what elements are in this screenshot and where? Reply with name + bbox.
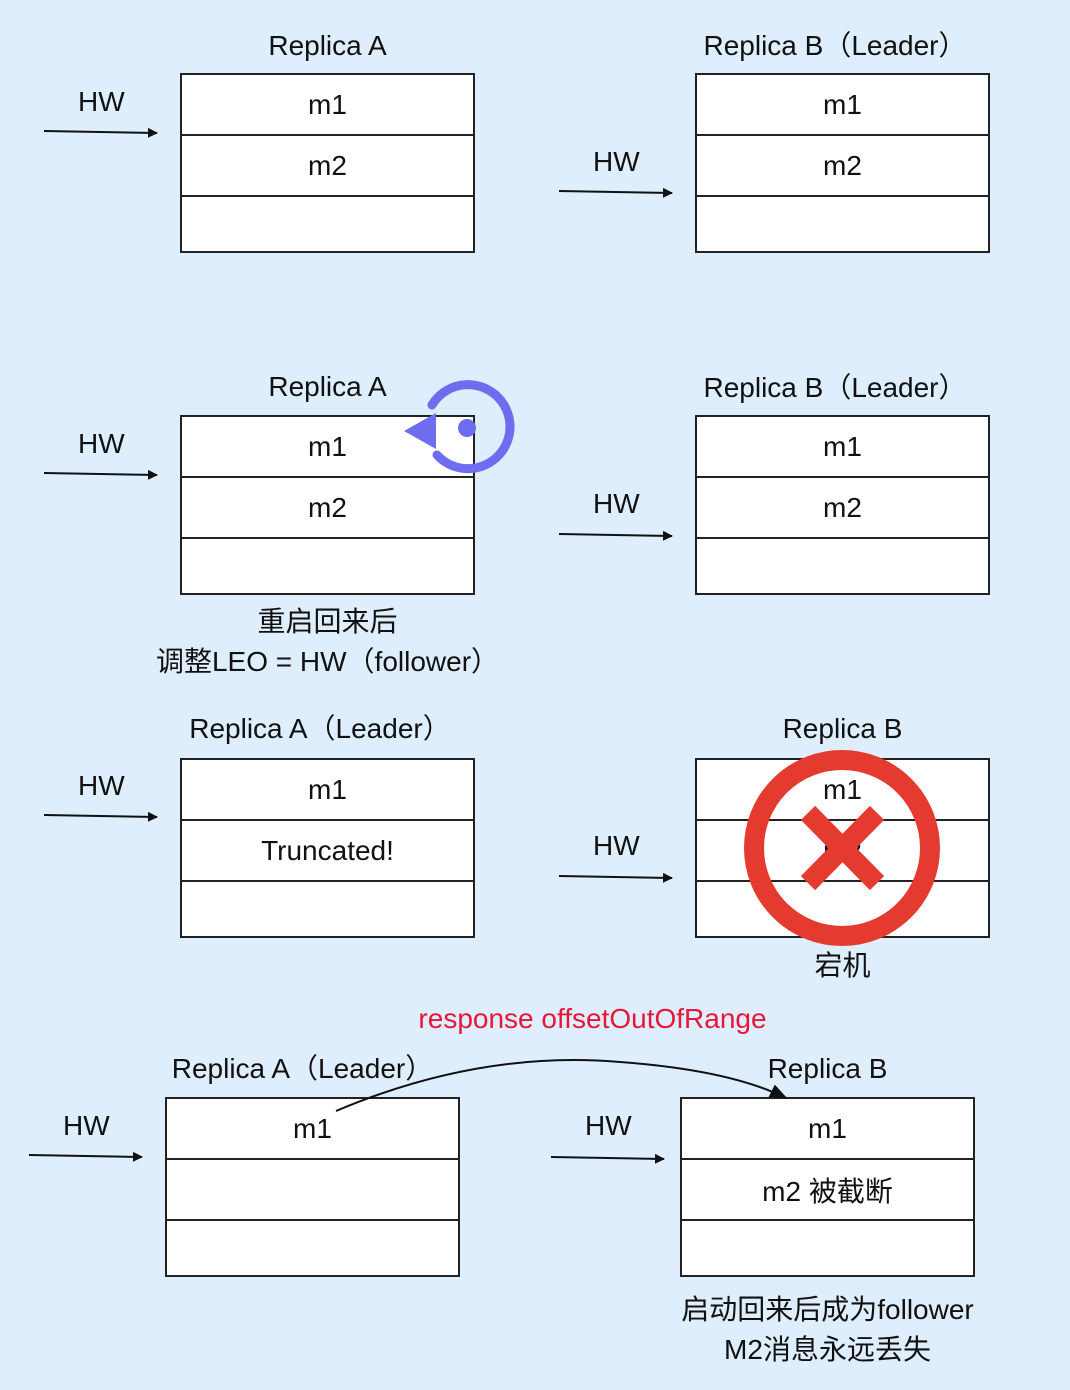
log-entry: m2 xyxy=(697,478,988,539)
hw-label: HW xyxy=(63,1110,110,1141)
log-entry: m2 被截断 xyxy=(682,1160,973,1221)
replica-a-log: m1 xyxy=(165,1097,460,1277)
log-entry: m1 xyxy=(697,75,988,136)
replica-a-log: m1 m2 xyxy=(180,73,475,253)
hw-arrow xyxy=(43,811,158,822)
hw-label: HW xyxy=(585,1110,632,1141)
log-entry: m2 xyxy=(182,136,473,197)
log-entry: Truncated! xyxy=(182,821,473,882)
log-entry: m1 xyxy=(682,1099,973,1160)
replica-b-log: m1 m2 xyxy=(695,73,990,253)
hw-arrow xyxy=(558,530,673,541)
caption-line: 重启回来后 xyxy=(257,606,398,637)
replica-a-title: Replica A xyxy=(268,371,387,402)
hw-label: HW xyxy=(78,428,125,459)
log-entry: m1 xyxy=(697,417,988,478)
replica-a-title: Replica A（Leader） xyxy=(171,1053,434,1084)
log-entry xyxy=(167,1160,458,1221)
replica-b-log: m1 m2 xyxy=(695,415,990,595)
log-entry: m1 xyxy=(182,760,473,821)
replica-a-log: m1 m2 xyxy=(180,415,475,595)
hw-label: HW xyxy=(78,770,125,801)
log-entry: m2 xyxy=(182,478,473,539)
replica-b-title: Replica B（Leader） xyxy=(703,30,967,61)
hw-arrow xyxy=(28,1151,143,1162)
hw-label: HW xyxy=(593,146,640,177)
log-entry: m1 xyxy=(167,1099,458,1160)
response-arrow xyxy=(335,1059,788,1112)
replica-a-restart-caption: 重启回来后 调整LEO = HW（follower） xyxy=(110,602,545,682)
caption-line: 启动回来后成为follower xyxy=(681,1294,974,1325)
replica-b-title: Replica B xyxy=(767,1053,888,1084)
caption-line: M2消息永远丢失 xyxy=(724,1334,931,1365)
hw-arrow xyxy=(43,127,158,138)
hw-arrow xyxy=(550,1153,665,1164)
replica-a-title: Replica A（Leader） xyxy=(189,713,451,744)
hw-arrow xyxy=(558,187,673,198)
replica-a-log: m1 Truncated! xyxy=(180,758,475,938)
restart-icon xyxy=(404,380,515,474)
log-entry: m1 xyxy=(182,75,473,136)
replica-b-title: Replica B xyxy=(782,713,903,744)
hw-arrow xyxy=(558,872,673,883)
hw-label: HW xyxy=(593,830,640,861)
log-entry: m2 xyxy=(697,136,988,197)
replica-b-crash-caption: 宕机 xyxy=(814,950,871,981)
hw-label: HW xyxy=(593,488,640,519)
replica-b-log: m1 m2 被截断 xyxy=(680,1097,975,1277)
response-label: response offsetOutOfRange xyxy=(418,1003,767,1034)
replica-b-restart-caption: 启动回来后成为follower M2消息永远丢失 xyxy=(640,1290,1015,1370)
hw-arrow xyxy=(43,469,158,480)
replica-a-title: Replica A xyxy=(268,30,387,61)
log-entry: m1 xyxy=(697,760,988,821)
caption-line: 调整LEO = HW（follower） xyxy=(155,646,500,677)
log-entry: m1 xyxy=(182,417,473,478)
crash-icon xyxy=(744,750,940,946)
replica-b-title: Replica B（Leader） xyxy=(703,372,967,403)
hw-label: HW xyxy=(78,86,125,117)
